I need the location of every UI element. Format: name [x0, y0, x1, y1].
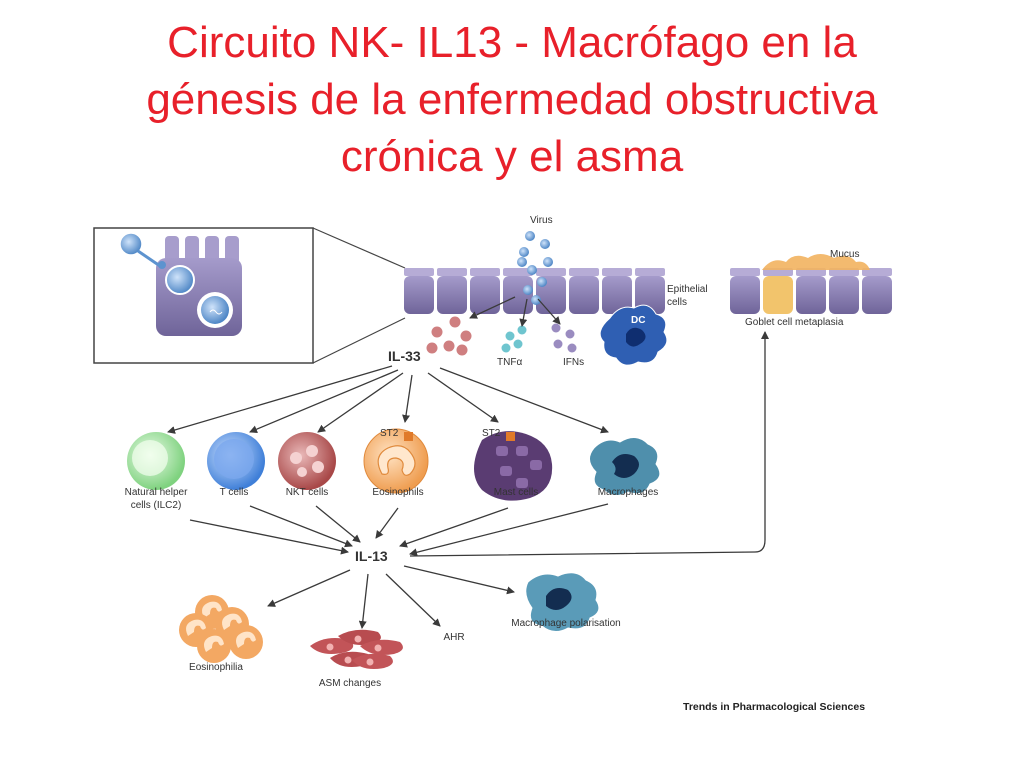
virus-particle: [525, 231, 535, 241]
label-natural-helper-1: Natural helper: [125, 487, 188, 498]
tnf-dots: [501, 325, 527, 353]
label-dc: DC: [631, 315, 645, 326]
il33-dots: [426, 316, 472, 356]
ifn-dots: [551, 323, 577, 353]
t-cell: [207, 432, 265, 490]
virus-particles: [517, 231, 553, 305]
label-epithelial-2: cells: [667, 297, 687, 308]
epithelial-cell: [829, 276, 859, 314]
dendritic-cell: [599, 304, 668, 366]
title-line-3: crónica y el asma: [340, 132, 684, 181]
mucus-blob: [762, 254, 870, 270]
label-macrophage-polarisation: Macrophage polarisation: [511, 618, 621, 629]
cilia: [569, 268, 599, 276]
label-ifns: IFNs: [563, 357, 584, 368]
label-virus: Virus: [530, 215, 553, 226]
eosinophil-cell: [363, 428, 429, 494]
cilia: [602, 268, 632, 276]
il33-molecule: [449, 316, 461, 328]
label-natural-helper-2: cells (ILC2): [131, 500, 182, 511]
epithelial-cell: [503, 276, 533, 314]
il33-molecule: [443, 340, 455, 352]
epithelial-cell: [730, 276, 760, 314]
virus-particle: [537, 277, 547, 287]
natural-helper-cell: [127, 432, 185, 490]
asm-cells: [310, 629, 403, 669]
epithelial-cell: [796, 276, 826, 314]
epithelial-cell: [862, 276, 892, 314]
epithelium-layer: [404, 268, 665, 314]
il33-molecule: [431, 326, 443, 338]
ifn-molecule: [553, 339, 563, 349]
il33-molecule: [460, 330, 472, 342]
label-eosinophils: Eosinophils: [372, 487, 423, 498]
virus-particle: [523, 285, 533, 295]
label-mast-cells: Mast cells: [494, 487, 538, 498]
label-il33: IL-33: [388, 348, 421, 364]
il33-molecule: [426, 342, 438, 354]
source-credit: Trends in Pharmacological Sciences: [683, 701, 865, 713]
virus-particle: [527, 265, 537, 275]
label-goblet: Goblet cell metaplasia: [745, 317, 844, 328]
tnf-molecule: [505, 331, 515, 341]
goblet-epithelium: [730, 268, 892, 314]
label-tnfa: TNFα: [497, 357, 522, 368]
label-st2-mast: ST2: [482, 428, 501, 439]
label-nkt-cells: NKT cells: [286, 487, 329, 498]
epithelial-cell: [569, 276, 599, 314]
virus-particle: [517, 257, 527, 267]
tnf-molecule: [513, 339, 523, 349]
cilia: [470, 268, 500, 276]
title-line-2: génesis de la enfermedad obstructiva: [146, 75, 878, 124]
ifn-molecule: [565, 329, 575, 339]
macrophage-cell: [589, 437, 661, 496]
label-t-cells: T cells: [220, 487, 249, 498]
cilia: [536, 268, 566, 276]
label-eosinophilia: Eosinophilia: [189, 662, 243, 673]
label-ahr: AHR: [443, 632, 464, 643]
slide-title: Circuito NK- IL13 - Macrófago en la géne…: [0, 14, 1024, 185]
epithelial-cell: [404, 276, 434, 314]
label-epithelial-1: Epithelial: [667, 284, 708, 295]
mast-cell: [474, 431, 553, 501]
inset-epithelial-cell: [93, 227, 406, 364]
nkt-cell: [278, 432, 336, 490]
virus-particle: [531, 295, 541, 305]
tnf-molecule: [501, 343, 511, 353]
epithelial-cell: [437, 276, 467, 314]
tnf-molecule: [517, 325, 527, 335]
cilia: [404, 268, 434, 276]
epithelial-cell: [602, 276, 632, 314]
label-il13: IL-13: [355, 548, 388, 564]
ifn-molecule: [567, 343, 577, 353]
virus-particle: [540, 239, 550, 249]
label-asm-changes: ASM changes: [319, 678, 381, 689]
polarised-macrophage: [525, 572, 600, 632]
title-line-1: Circuito NK- IL13 - Macrófago en la: [167, 18, 857, 67]
goblet-cell: [763, 276, 793, 314]
virus-particle: [519, 247, 529, 257]
epithelial-cell: [470, 276, 500, 314]
cilia: [635, 268, 665, 276]
cilia: [437, 268, 467, 276]
label-macrophages: Macrophages: [598, 487, 659, 498]
il33-molecule: [456, 344, 468, 356]
epithelial-cell: [635, 276, 665, 314]
cilia: [503, 268, 533, 276]
ifn-molecule: [551, 323, 561, 333]
cilia: [730, 268, 760, 276]
label-st2-eos: ST2: [380, 428, 399, 439]
label-mucus: Mucus: [830, 249, 859, 260]
arrows: [167, 296, 769, 629]
virus-particle: [543, 257, 553, 267]
eosinophilia-cluster: [179, 595, 263, 663]
